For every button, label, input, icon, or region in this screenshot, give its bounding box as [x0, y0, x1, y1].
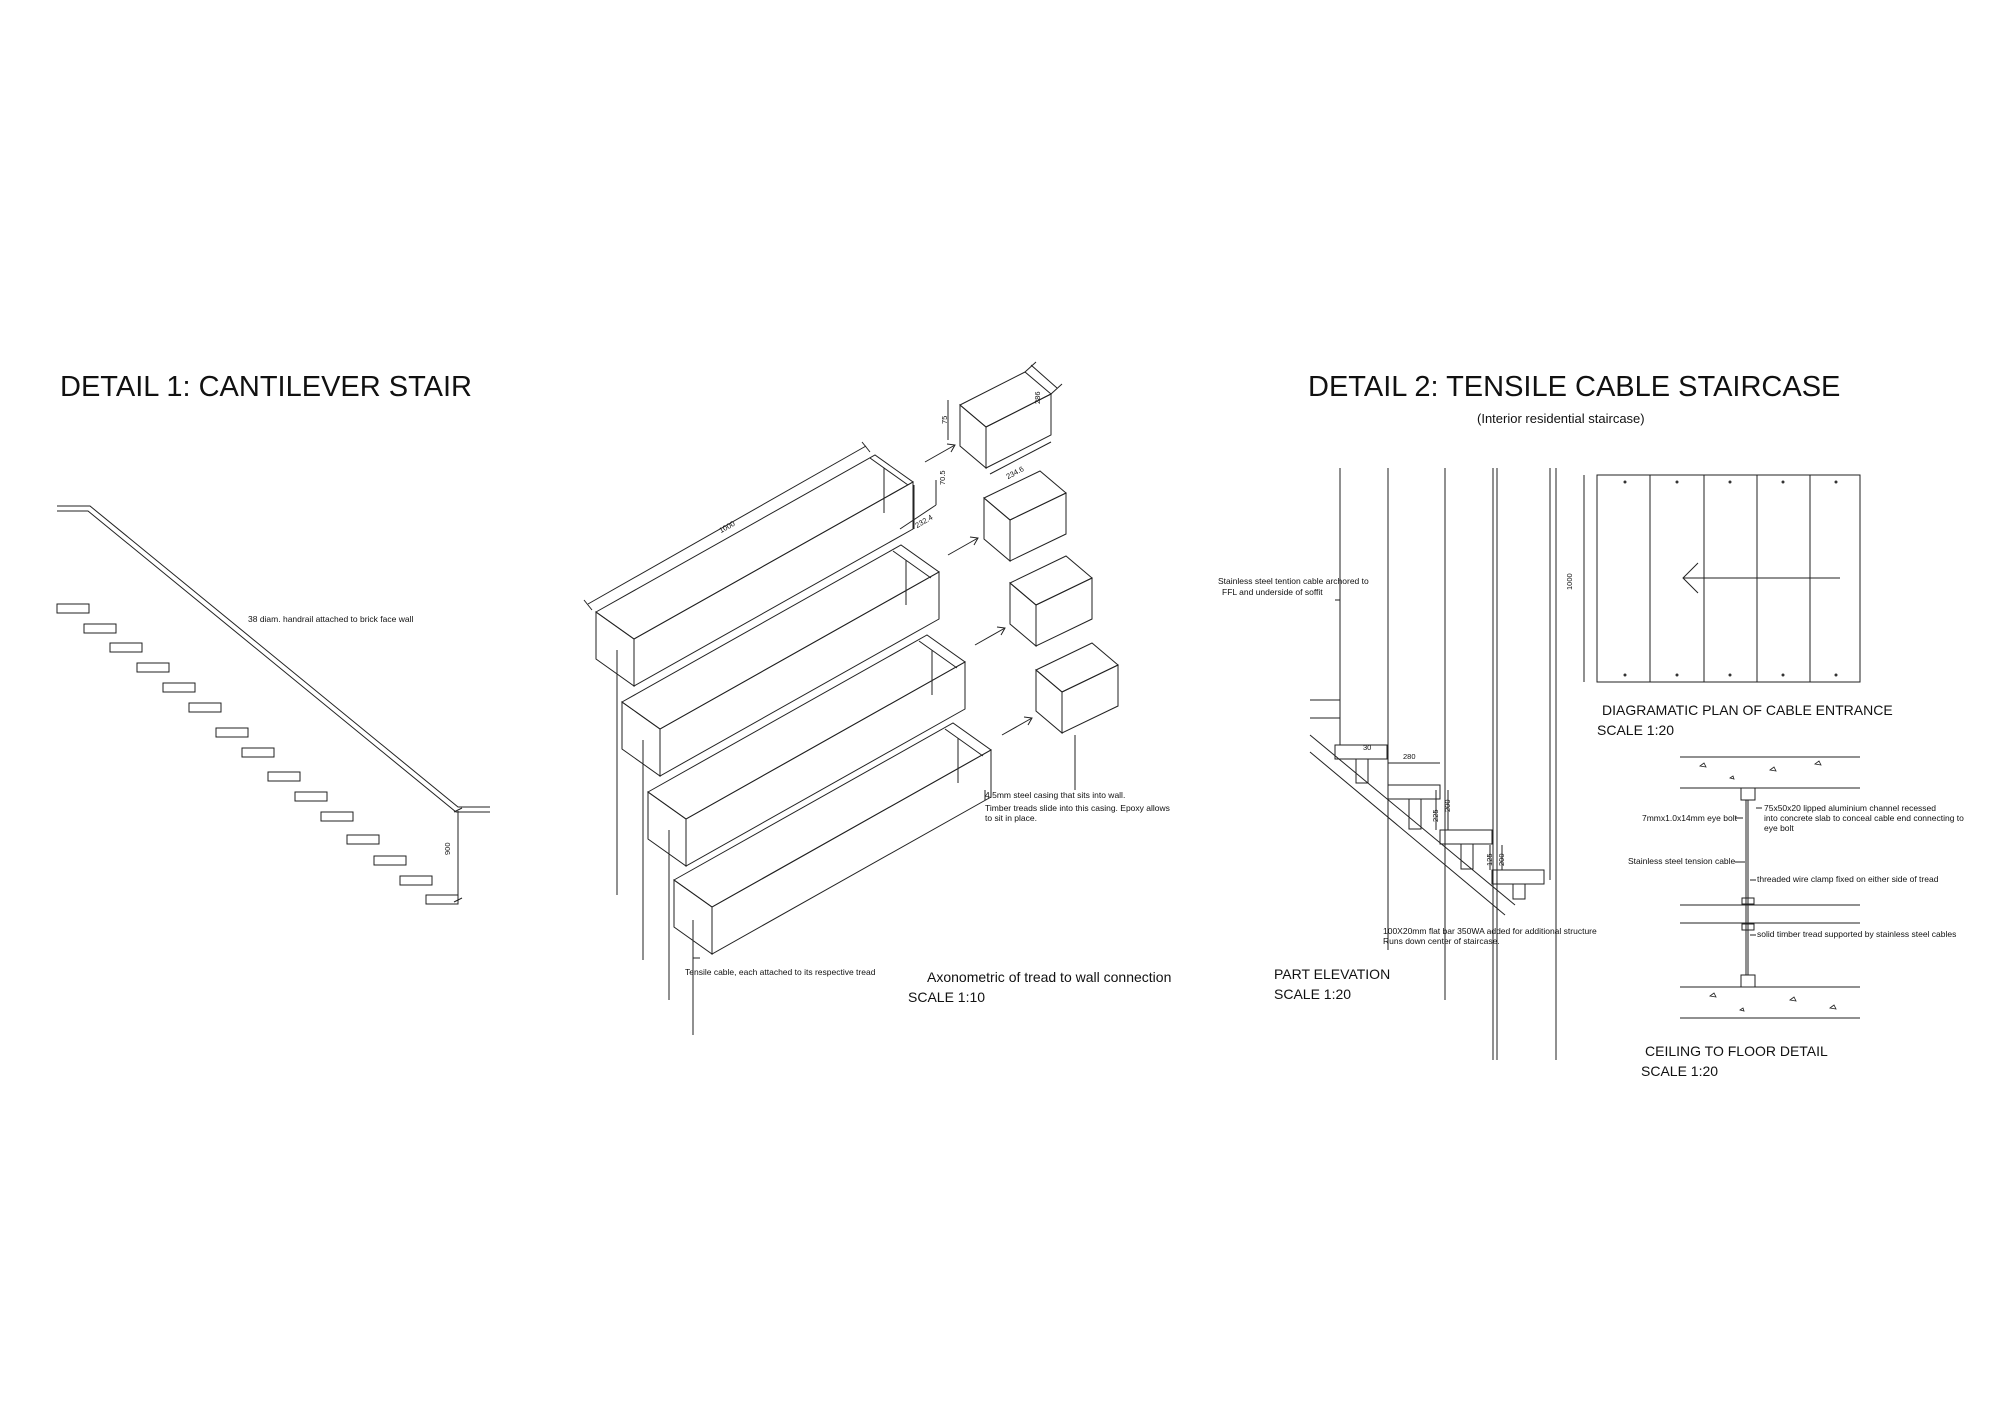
cantilever-elevation	[57, 506, 490, 904]
tread	[189, 703, 221, 712]
channel-note-line2: into concrete slab to conceal cable end …	[1764, 813, 1964, 823]
tread	[268, 772, 300, 781]
block-width-label: 286	[1033, 391, 1042, 404]
axo-length-dim	[588, 446, 866, 604]
ceiling-floor-section	[1680, 757, 1860, 1018]
elev-dim-200a: 200	[1443, 799, 1452, 812]
detail2-subtitle: (Interior residential staircase)	[1477, 411, 1645, 426]
channel-note-line3: eye bolt	[1764, 823, 1794, 833]
elev-cable-note-line1: Stainless steel tention cable archored t…	[1218, 576, 1369, 586]
tread	[163, 683, 195, 692]
timber-note-line1: Timber treads slide into this casing. Ep…	[985, 803, 1170, 813]
plan-caption: DIAGRAMATIC PLAN OF CABLE ENTRANCE	[1602, 702, 1893, 718]
axo-tread	[596, 455, 913, 639]
axo-scale: SCALE 1:10	[908, 989, 986, 1005]
arrow	[925, 445, 955, 462]
tread-note: solid timber tread supported by stainles…	[1757, 929, 1957, 939]
elevation-scale: SCALE 1:20	[1274, 986, 1352, 1002]
channel-note-line1: 75x50x20 lipped aluminium channel recess…	[1764, 803, 1936, 813]
elev-dim-30: 30	[1363, 743, 1372, 752]
tread	[57, 604, 89, 613]
elev-tread	[1335, 745, 1387, 759]
tread	[110, 643, 142, 652]
elev-tread	[1492, 870, 1544, 884]
plan-outline	[1597, 475, 1860, 682]
elev-cable-note-line2: FFL and underside of soffit	[1222, 587, 1323, 597]
steel-casing-block	[984, 471, 1066, 561]
axo-caption: Axonometric of tread to wall connection	[927, 969, 1172, 985]
tread	[242, 748, 274, 757]
elev-dim-225: 225	[1431, 809, 1440, 822]
elev-dim-280: 280	[1403, 752, 1416, 761]
section-caption: CEILING TO FLOOR DETAIL	[1645, 1043, 1828, 1059]
tread	[137, 663, 169, 672]
tread	[321, 812, 353, 821]
aluminium-channel	[1741, 975, 1755, 987]
axo-casing-height-label: 70.5	[938, 470, 947, 485]
clamp-note: threaded wire clamp fixed on either side…	[1757, 874, 1939, 884]
handrail-note: 38 diam. handrail attached to brick face…	[248, 614, 414, 624]
plan-dim-label: 1000	[1565, 573, 1574, 590]
handrail	[57, 506, 490, 807]
axo-tread	[622, 545, 939, 729]
cable-plan	[1584, 475, 1860, 682]
casing-note: 4.5mm steel casing that sits into wall.	[985, 790, 1126, 800]
tread	[84, 624, 116, 633]
section-cable-note: Stainless steel tension cable	[1628, 856, 1736, 866]
tread	[374, 856, 406, 865]
cable-note: Tensile cable, each attached to its resp…	[685, 967, 876, 977]
plan-scale: SCALE 1:20	[1597, 722, 1675, 738]
part-elevation	[1310, 468, 1556, 1060]
timber-note-line2: to sit in place.	[985, 813, 1037, 823]
tread	[400, 876, 432, 885]
aluminium-channel	[1741, 788, 1755, 800]
steel-casing-block	[948, 362, 1062, 474]
tread	[295, 792, 327, 801]
detail1-title: DETAIL 1: CANTILEVER STAIR	[60, 371, 473, 403]
eyebolt-note: 7mmx1.0x14mm eye bolt	[1642, 813, 1737, 823]
section-scale: SCALE 1:20	[1641, 1063, 1719, 1079]
steel-casing-block	[1036, 643, 1118, 733]
flatbar-note-line2: Runs down center of staircase.	[1383, 936, 1500, 946]
elev-dim-125: 125	[1485, 853, 1494, 866]
steel-casing-block	[1010, 556, 1092, 646]
height-dim-label: 900	[443, 842, 452, 855]
tread	[347, 835, 379, 844]
axonometric-treads	[584, 362, 1118, 1035]
elevation-caption: PART ELEVATION	[1274, 966, 1391, 982]
tread	[426, 895, 458, 904]
elev-tread	[1440, 830, 1492, 844]
detail2-title: DETAIL 2: TENSILE CABLE STAIRCASE	[1308, 371, 1841, 403]
elev-tread	[1388, 785, 1440, 799]
flatbar-note-line1: 100X20mm flat bar 350WA added for additi…	[1383, 926, 1597, 936]
elev-dim-200b: 200	[1497, 853, 1506, 866]
tread	[216, 728, 248, 737]
block-height-label: 75	[940, 415, 949, 424]
